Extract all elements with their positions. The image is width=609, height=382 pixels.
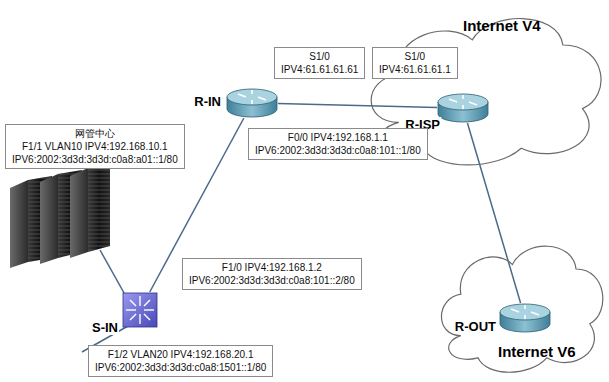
interface-box: F1/0 IPV4:192.168.1.2IPV6:2002:3d3d:3d3d… xyxy=(182,258,362,290)
router-arrow xyxy=(524,305,526,309)
switch-arrow xyxy=(139,314,140,324)
router-arrow xyxy=(258,97,266,100)
network-link xyxy=(467,123,520,303)
interface-text: S1/0 xyxy=(379,50,451,63)
layer3-switch: S-IN xyxy=(122,292,158,328)
switch-icon xyxy=(122,292,158,328)
router-arrow xyxy=(251,90,253,94)
rack-side xyxy=(10,180,28,268)
cloud-shape xyxy=(441,246,602,372)
switch-arrow xyxy=(144,314,150,320)
interface-text: IPV6:2002:3d3d:3d3d:c0a8:a01::1/80 xyxy=(12,153,178,166)
interface-text: F0/0 IPV4:192.168.1.1 xyxy=(255,131,421,144)
cloud-name: Internet V4 xyxy=(462,18,542,33)
network-link xyxy=(278,104,437,108)
rack-front xyxy=(88,164,110,252)
router-arrow xyxy=(524,315,526,319)
interface-text: F1/2 VLAN20 IPV4:192.168.20.1 xyxy=(95,348,266,361)
interface-text: IPV4:61.61.61.61 xyxy=(281,63,358,76)
device-name: R-IN xyxy=(193,94,222,109)
device-name: S-IN xyxy=(91,320,119,335)
rack-side xyxy=(70,168,88,258)
router-top xyxy=(438,94,488,110)
switch-arrow xyxy=(139,296,140,306)
interface-text: F1/1 VLAN10 IPV4:192.168.10.1 xyxy=(12,140,178,153)
router: R-ISP xyxy=(437,93,489,123)
interface-text: S1/0 xyxy=(281,50,358,63)
switch-body xyxy=(123,293,157,327)
router-top xyxy=(500,304,550,320)
router-arrow xyxy=(469,102,477,105)
switch-arrow xyxy=(130,300,136,306)
router-icon xyxy=(226,88,278,118)
rack-slots xyxy=(88,164,110,252)
interface-text: IPV4:61.61.61.1 xyxy=(379,63,451,76)
router-arrow xyxy=(238,94,246,97)
cloud-name: Internet V6 xyxy=(497,344,577,359)
interface-box: F0/0 IPV4:192.168.1.1IPV6:2002:3d3d:3d3d… xyxy=(248,128,428,160)
switch-arrow xyxy=(130,314,136,320)
interface-box: S1/0IPV4:61.61.61.1 xyxy=(372,47,458,79)
router-top xyxy=(227,89,277,105)
interface-text: 网管中心 xyxy=(12,127,178,140)
router: R-OUT xyxy=(499,303,551,333)
device-name: R-OUT xyxy=(454,319,497,334)
switch-arrow xyxy=(126,309,136,310)
server-racks xyxy=(10,164,110,268)
router-arrow xyxy=(462,105,464,109)
interface-text: IPV6:2002:3d3d:3d3d:c0a8:101::2/80 xyxy=(189,274,355,287)
router-arrow xyxy=(511,309,519,312)
rack-side xyxy=(40,174,58,264)
router-icon xyxy=(437,93,489,123)
internet-cloud: Internet V6R-OUT xyxy=(435,232,607,380)
server-link xyxy=(100,250,128,300)
interface-box: 网管中心F1/1 VLAN10 IPV4:192.168.10.1IPV6:20… xyxy=(5,124,185,169)
router-arrow xyxy=(462,95,464,99)
interface-text: IPV6:2002:3d3d:3d3d:c0a8:101::1/80 xyxy=(255,144,421,157)
interface-box: S1/0IPV4:61.61.61.61 xyxy=(274,47,365,79)
router-arrow xyxy=(449,99,457,102)
router-arrow xyxy=(251,100,253,104)
router-icon xyxy=(499,303,551,333)
interface-text: F1/0 IPV4:192.168.1.2 xyxy=(189,261,355,274)
switch-arrow xyxy=(144,309,154,310)
router-arrow xyxy=(531,312,539,315)
switch-arrow xyxy=(144,300,150,306)
router: R-IN xyxy=(226,88,278,118)
interface-text: IPV6:2002:3d3d:3d3d:c0a8:1501::1/80 xyxy=(95,361,266,374)
interface-box: F1/2 VLAN20 IPV4:192.168.20.1IPV6:2002:3… xyxy=(88,345,273,377)
